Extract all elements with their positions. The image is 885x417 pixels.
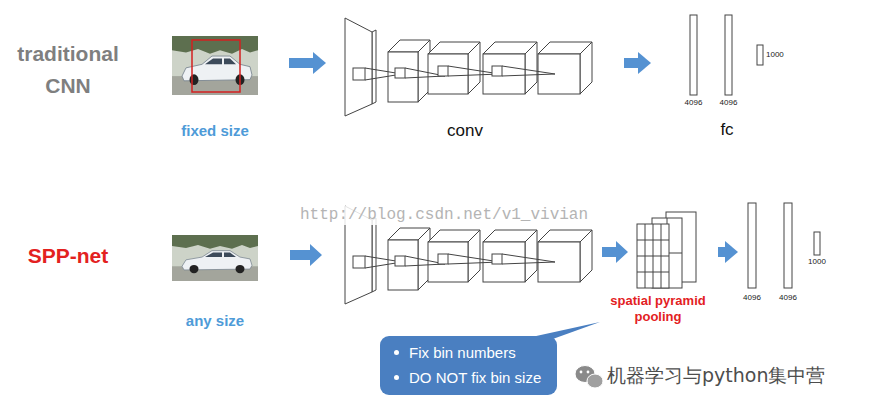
flow-arrow [289, 58, 313, 68]
input-image: fixed size [145, 30, 285, 142]
callout-box: Fix bin numbers DO NOT fix bin size [380, 336, 557, 395]
flow-arrow [602, 241, 628, 263]
bullet-row: DO NOT fix bin size [394, 369, 541, 386]
layer-size: 4096 [720, 98, 738, 108]
fc-bar [757, 45, 763, 65]
input-image: any size [145, 228, 285, 338]
car-photo [172, 235, 258, 281]
layer-size: 4096 [685, 98, 703, 108]
spp-grid [637, 272, 669, 273]
bullet-dot [394, 375, 399, 380]
flow-arrow [718, 247, 725, 257]
caption-text: fixed size [181, 122, 249, 140]
flow-arrow [290, 244, 322, 266]
spp-grid [637, 256, 669, 257]
row-title: traditional CNN [3, 38, 133, 102]
layer-size: 4096 [743, 293, 761, 303]
fc-layers: fc 4096 4096 1000 [655, 10, 805, 142]
layer-size: 4096 [779, 293, 797, 303]
car-photo [172, 36, 258, 95]
spp-grid [637, 240, 669, 241]
fc-bar [725, 15, 732, 95]
layer-label: spatial pyramid pooling [604, 293, 712, 326]
caption-text: any size [186, 312, 244, 330]
spp-grid [637, 224, 669, 288]
conv-stack [345, 18, 592, 116]
bullet-dot [394, 350, 399, 355]
flow-arrow [624, 58, 638, 68]
watermark: 机器学习与python集中营 [607, 364, 825, 387]
spp-layer: spatial pyramid pooling [604, 205, 714, 333]
bullet-row: Fix bin numbers [394, 344, 541, 361]
fc-bar [690, 15, 697, 95]
bullet-text: DO NOT fix bin size [409, 369, 541, 386]
wechat-icon [587, 371, 590, 374]
row-title: SPP-net [3, 242, 133, 270]
fc-bar [814, 232, 820, 255]
crop-box [192, 40, 240, 92]
wechat-icon [580, 371, 583, 374]
wechat-icon [587, 374, 603, 388]
layer-size: 1000 [766, 50, 784, 60]
stage-label: conv [447, 121, 483, 141]
conv-layers: conv [330, 12, 620, 143]
fc-bar [748, 203, 756, 288]
fc-layers: 4096 4096 1000 [742, 195, 840, 305]
fc-bar [690, 15, 763, 95]
stage-label: fc [720, 120, 733, 140]
watermark: http://blog.csdn.net/v1_vivian [300, 206, 588, 225]
spp-grid [637, 212, 696, 288]
wechat-icon [575, 366, 603, 389]
fc-bar [748, 203, 820, 288]
fc-bar [784, 203, 792, 288]
bullet-text: Fix bin numbers [409, 344, 516, 361]
layer-size: 1000 [808, 257, 826, 267]
